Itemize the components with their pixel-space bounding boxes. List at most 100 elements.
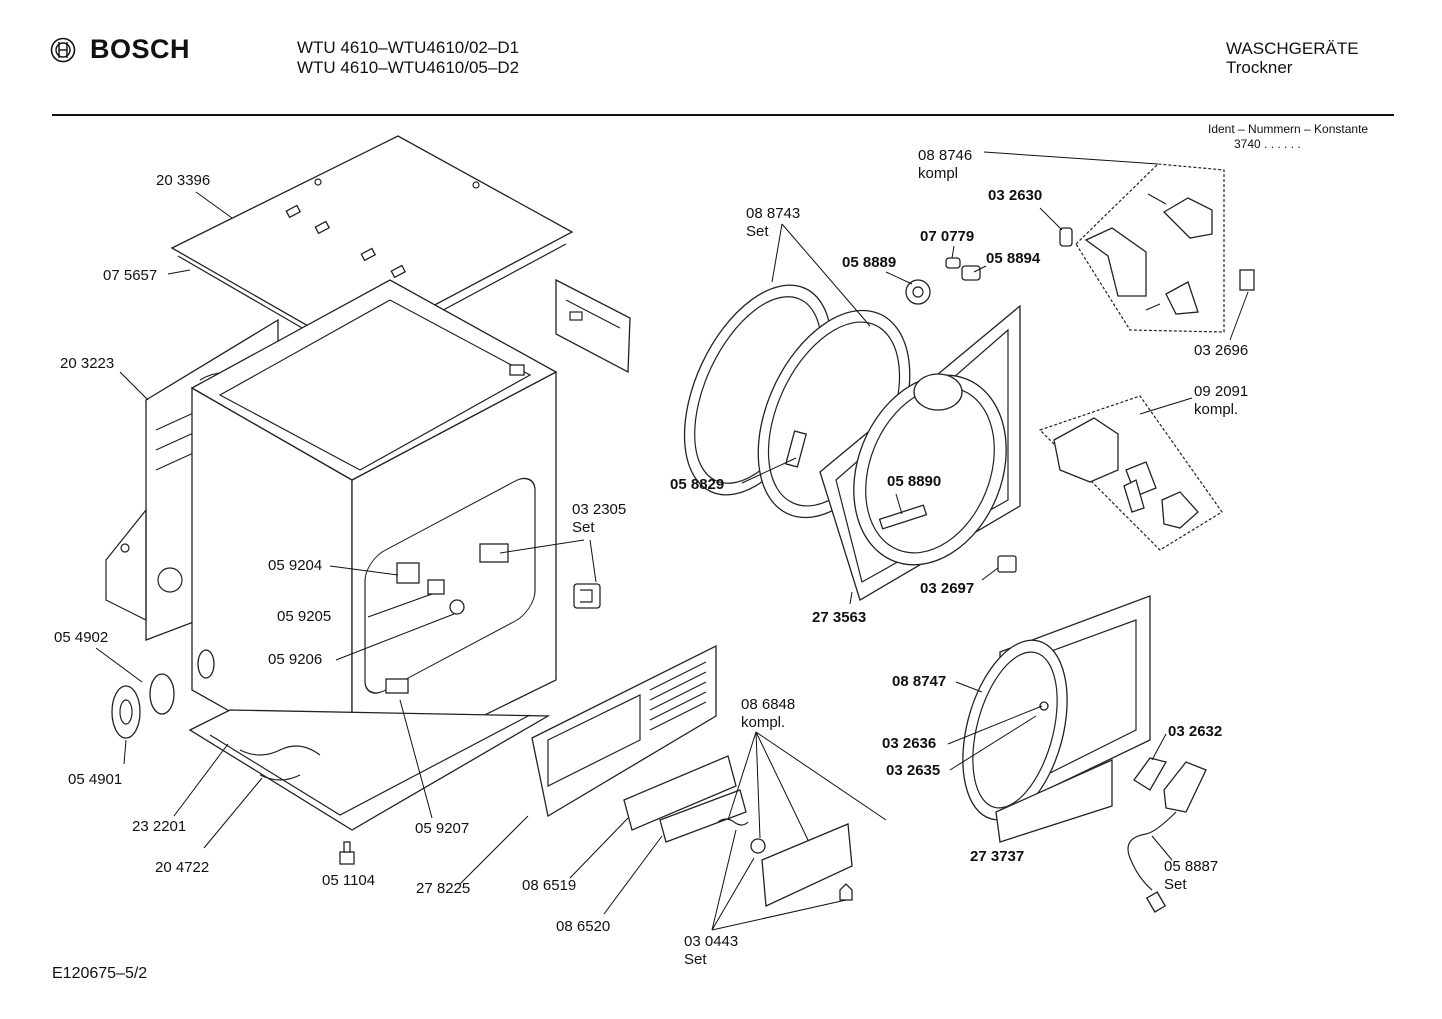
svg-text:05 8894: 05 8894: [986, 250, 1041, 267]
svg-text:03 2632: 03 2632: [1168, 723, 1222, 740]
drawing-id: E120675–5/2: [52, 965, 148, 982]
ident-title: Ident – Nummern – Konstante: [1208, 122, 1369, 136]
part-label-20-4722: 20 4722: [155, 859, 209, 876]
part-label-27-8225: 27 8225: [416, 880, 470, 897]
svg-text:05 9207: 05 9207: [415, 820, 469, 837]
part-label-05-9205: 05 9205: [277, 608, 331, 625]
svg-text:07 5657: 07 5657: [103, 267, 157, 284]
svg-text:20 3396: 20 3396: [156, 172, 210, 189]
part-label-03-2635: 03 2635: [886, 762, 940, 779]
svg-text:03 2696: 03 2696: [1194, 342, 1248, 359]
part-label-08-8743-set: Set: [746, 223, 769, 240]
kick-plate-drawing: [531, 644, 717, 818]
svg-text:05 9206: 05 9206: [268, 651, 322, 668]
svg-text:23 2201: 23 2201: [132, 818, 186, 835]
door-frame-drawing: [962, 595, 1151, 843]
small-parts-left-drawing: [111, 583, 601, 865]
svg-text:07 0779: 07 0779: [920, 228, 974, 245]
part-label-05-8887-set: Set: [1164, 876, 1187, 893]
svg-text:27 3563: 27 3563: [812, 609, 866, 626]
part-label-09-2091: 09 2091: [1194, 383, 1248, 400]
door-switch-assembly-drawing: [1059, 163, 1255, 333]
svg-text:08 8747: 08 8747: [892, 673, 946, 690]
part-label-05-9207: 05 9207: [415, 820, 469, 837]
bearing-shield-drawing: [819, 257, 1021, 601]
svg-text:05 8829: 05 8829: [670, 476, 724, 493]
part-label-23-2201: 23 2201: [132, 818, 186, 835]
part-label-03-2305-set: Set: [572, 519, 595, 536]
cabinet-body-drawing: [190, 279, 558, 782]
model-list: WTU 4610–WTU4610/02–D1 WTU 4610–WTU4610/…: [297, 38, 519, 78]
part-label-08-6520: 08 6520: [556, 918, 610, 935]
svg-text:03 2697: 03 2697: [920, 580, 974, 597]
part-label-08-6519: 08 6519: [522, 877, 576, 894]
bosch-logo-icon: [50, 37, 76, 62]
brand-block: BOSCH: [50, 34, 190, 65]
part-label-05-8894: 05 8894: [986, 250, 1041, 267]
part-label-08-8746-kompl: kompl: [918, 165, 958, 182]
model-line-1: WTU 4610–WTU4610/02–D1: [297, 38, 520, 57]
part-label-05-8829: 05 8829: [670, 476, 724, 493]
svg-text:03 2630: 03 2630: [988, 187, 1042, 204]
svg-text:05 4901: 05 4901: [68, 771, 122, 788]
part-label-20-3223: 20 3223: [60, 355, 114, 372]
part-label-27-3563: 27 3563: [812, 609, 866, 626]
part-label-05-4901: 05 4901: [68, 771, 122, 788]
part-label-03-0443: 03 0443: [684, 933, 738, 950]
part-label-05-1104: 05 1104: [322, 872, 375, 889]
model-line-2: WTU 4610–WTU4610/05–D2: [297, 58, 520, 77]
svg-text:08 6520: 08 6520: [556, 918, 610, 935]
filter-parts-drawing: [623, 755, 853, 907]
svg-text:05 9205: 05 9205: [277, 608, 331, 625]
part-label-03-2696: 03 2696: [1194, 342, 1248, 359]
ident-block: Ident – Nummern – Konstante 3740 . . . .…: [1208, 122, 1368, 152]
part-label-03-2305: 03 2305: [572, 501, 626, 518]
part-label-05-4902: 05 4902: [54, 629, 108, 646]
part-label-08-8743: 08 8743: [746, 205, 800, 222]
bracket-drawing: [555, 278, 631, 374]
control-switch-assembly-drawing: [1038, 395, 1223, 551]
part-label-05-8890: 05 8890: [887, 473, 941, 490]
part-label-20-3396: 20 3396: [156, 172, 210, 189]
svg-text:05 1104: 05 1104: [322, 872, 375, 889]
svg-text:20 3223: 20 3223: [60, 355, 114, 372]
part-label-03-0443-set: Set: [684, 951, 707, 968]
part-labels: 20 3396 07 5657 20 3223 05 4902 05 4901 …: [54, 147, 1248, 968]
brand-name: BOSCH: [90, 34, 191, 64]
part-label-03-2630: 03 2630: [988, 187, 1042, 204]
svg-text:05 4902: 05 4902: [54, 629, 108, 646]
header-rule: [52, 114, 1394, 116]
svg-text:27 3737: 27 3737: [970, 848, 1024, 865]
part-label-27-3737: 27 3737: [970, 848, 1024, 865]
part-label-05-8887: 05 8887: [1164, 858, 1218, 875]
part-label-08-6848-kompl: kompl.: [741, 714, 785, 731]
part-label-03-2636: 03 2636: [882, 735, 936, 752]
subcategory: Trockner: [1226, 58, 1293, 77]
part-label-07-5657: 07 5657: [103, 267, 157, 284]
part-label-05-8889: 05 8889: [842, 254, 896, 271]
part-label-08-8747: 08 8747: [892, 673, 946, 690]
category-block: WASCHGERÄTE Trockner: [1226, 39, 1359, 77]
part-label-05-9204: 05 9204: [268, 557, 322, 574]
base-frame-drawing: [188, 709, 551, 831]
ident-value: 3740 . . . . . .: [1234, 137, 1301, 151]
svg-text:05 8890: 05 8890: [887, 473, 941, 490]
svg-text:27 8225: 27 8225: [416, 880, 470, 897]
category: WASCHGERÄTE: [1226, 39, 1359, 58]
part-label-03-2697: 03 2697: [920, 580, 974, 597]
svg-text:03 2635: 03 2635: [886, 762, 940, 779]
part-label-08-6848: 08 6848: [741, 696, 795, 713]
part-label-03-2632: 03 2632: [1168, 723, 1222, 740]
svg-text:05 9204: 05 9204: [268, 557, 322, 574]
svg-text:08 6519: 08 6519: [522, 877, 576, 894]
part-label-08-8746: 08 8746: [918, 147, 972, 164]
svg-text:03 2636: 03 2636: [882, 735, 936, 752]
